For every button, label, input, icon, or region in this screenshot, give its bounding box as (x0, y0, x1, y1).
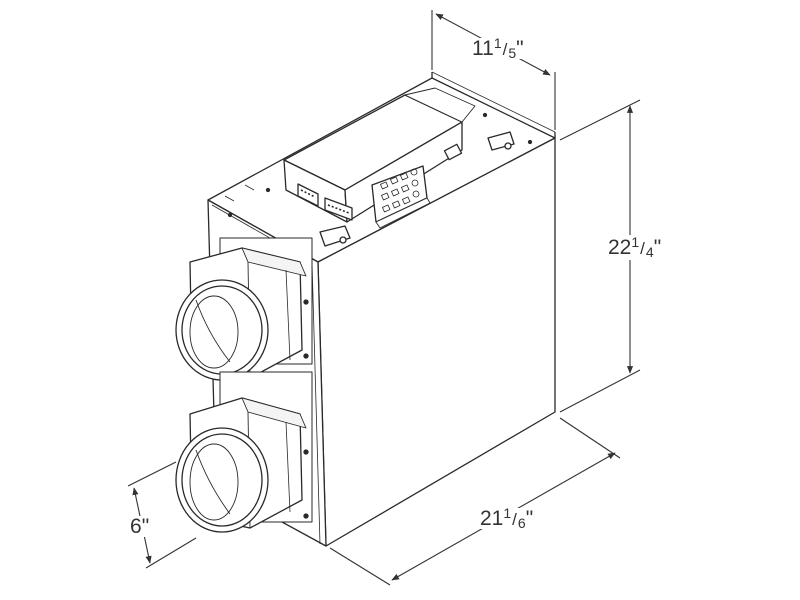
height-dimension-label: 221/4" (606, 234, 664, 260)
depth-numerator: 1 (493, 35, 502, 51)
length-numerator: 1 (503, 505, 512, 521)
port-dimension-label: 6" (128, 515, 152, 538)
control-panel (371, 165, 431, 229)
depth-whole: 11 (472, 37, 494, 60)
depth-denominator: 5 (508, 45, 517, 61)
length-unit: " (525, 507, 534, 530)
height-unit: " (653, 236, 662, 259)
length-fraction: 1/6 (503, 505, 526, 531)
height-numerator: 1 (631, 234, 640, 250)
depth-unit: " (516, 37, 524, 60)
depth-dimension-label: 111/5" (470, 35, 526, 61)
height-whole: 22 (608, 236, 632, 259)
latch-front (319, 225, 351, 247)
height-fraction: 1/4 (631, 234, 654, 260)
terminal-connector-right (324, 197, 353, 221)
terminal-connector-left (297, 183, 319, 207)
length-denominator: 6 (517, 515, 526, 531)
duct-port-lower (175, 371, 313, 533)
length-whole: 21 (480, 507, 504, 530)
latch-rear (487, 131, 515, 151)
depth-fraction: 1/5 (493, 35, 517, 61)
duct-port-upper (175, 237, 313, 381)
control-box (283, 87, 476, 223)
port-value: 6 (130, 515, 142, 538)
port-unit: " (141, 515, 150, 538)
length-dimension-label: 211/6" (478, 505, 536, 531)
height-denominator: 4 (645, 244, 654, 260)
